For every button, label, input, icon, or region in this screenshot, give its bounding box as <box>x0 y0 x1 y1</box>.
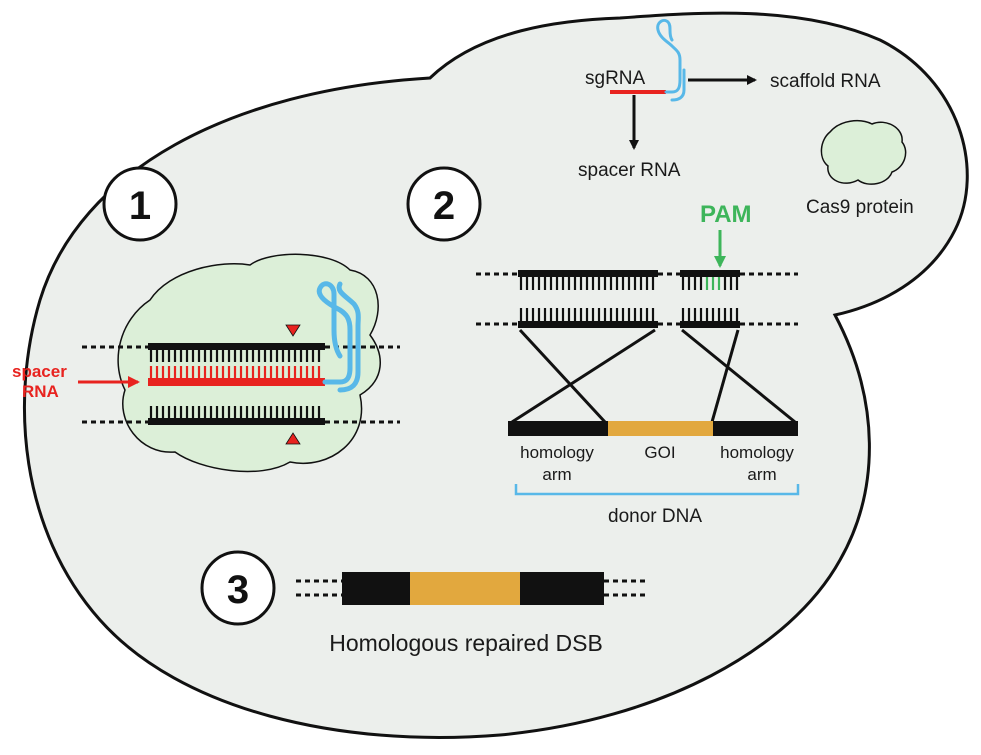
cas9-protein-blob <box>820 119 907 185</box>
step1-scaffold-hairpin <box>316 281 361 393</box>
pam-label: PAM <box>700 201 752 228</box>
step1-spacer-rna <box>148 366 325 386</box>
homology-right-line1: homology <box>720 443 794 462</box>
donor-dna-label: donor DNA <box>608 506 702 527</box>
step1-number: 1 <box>129 184 151 228</box>
goi-label: GOI <box>644 443 675 462</box>
step2-dna-top-left <box>518 270 658 290</box>
step2-number: 2 <box>433 184 455 228</box>
step1-dna-bottom <box>148 406 325 425</box>
cut-site-bottom-triangle <box>285 432 301 445</box>
donor-homology-left-bar <box>508 421 608 436</box>
step3-caption: Homologous repaired DSB <box>329 630 603 656</box>
donor-goi-bar <box>608 421 713 436</box>
cas9-label: Cas9 protein <box>806 197 914 218</box>
step1-spacer-label-line1: spacer <box>12 362 67 381</box>
step2-dna-bottom-left <box>518 308 658 328</box>
step3-circle <box>200 550 276 626</box>
sgrna-label: sgRNA <box>585 68 646 89</box>
step3-number: 3 <box>227 568 249 612</box>
repaired-homology-left <box>342 572 410 605</box>
repaired-homology-right <box>520 572 604 605</box>
cell-outline <box>22 11 969 739</box>
repaired-goi <box>410 572 520 605</box>
step1-dna-top <box>148 343 325 362</box>
step1-spacer-label-line2: RNA <box>22 382 59 401</box>
crossover-lines <box>511 328 796 424</box>
step1-circle <box>102 166 178 242</box>
step2-dna-bottom-right <box>680 308 740 328</box>
donor-bracket <box>514 484 800 496</box>
scaffold-label: scaffold RNA <box>770 71 881 92</box>
homology-right-line2: arm <box>747 465 776 484</box>
cut-site-top-triangle <box>285 324 301 337</box>
donor-homology-right-bar <box>713 421 798 436</box>
step2-dna-top-right <box>680 270 740 290</box>
homology-left-line2: arm <box>542 465 571 484</box>
homology-left-line1: homology <box>520 443 594 462</box>
cas9-complex-blob <box>117 253 381 473</box>
sgrna-scaffold-hairpin <box>656 18 686 102</box>
step2-circle <box>406 166 482 242</box>
spacer-rna-label: spacer RNA <box>578 160 681 181</box>
